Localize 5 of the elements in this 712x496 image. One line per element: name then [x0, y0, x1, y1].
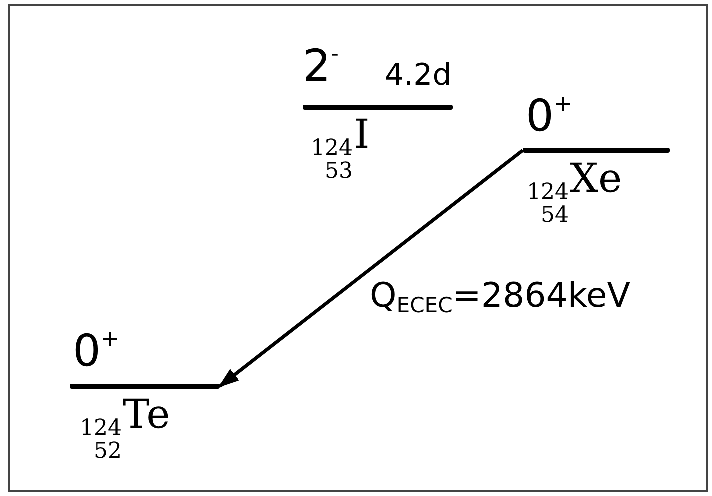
spin-parity-label: 2$^{-}$ [303, 45, 339, 89]
spin-parity-label: 0$^{+}$ [526, 95, 572, 139]
half-life-label: 4.2d [385, 61, 452, 91]
arrow [218, 149, 524, 388]
spin-parity-label: 0$^{+}$ [73, 330, 120, 374]
